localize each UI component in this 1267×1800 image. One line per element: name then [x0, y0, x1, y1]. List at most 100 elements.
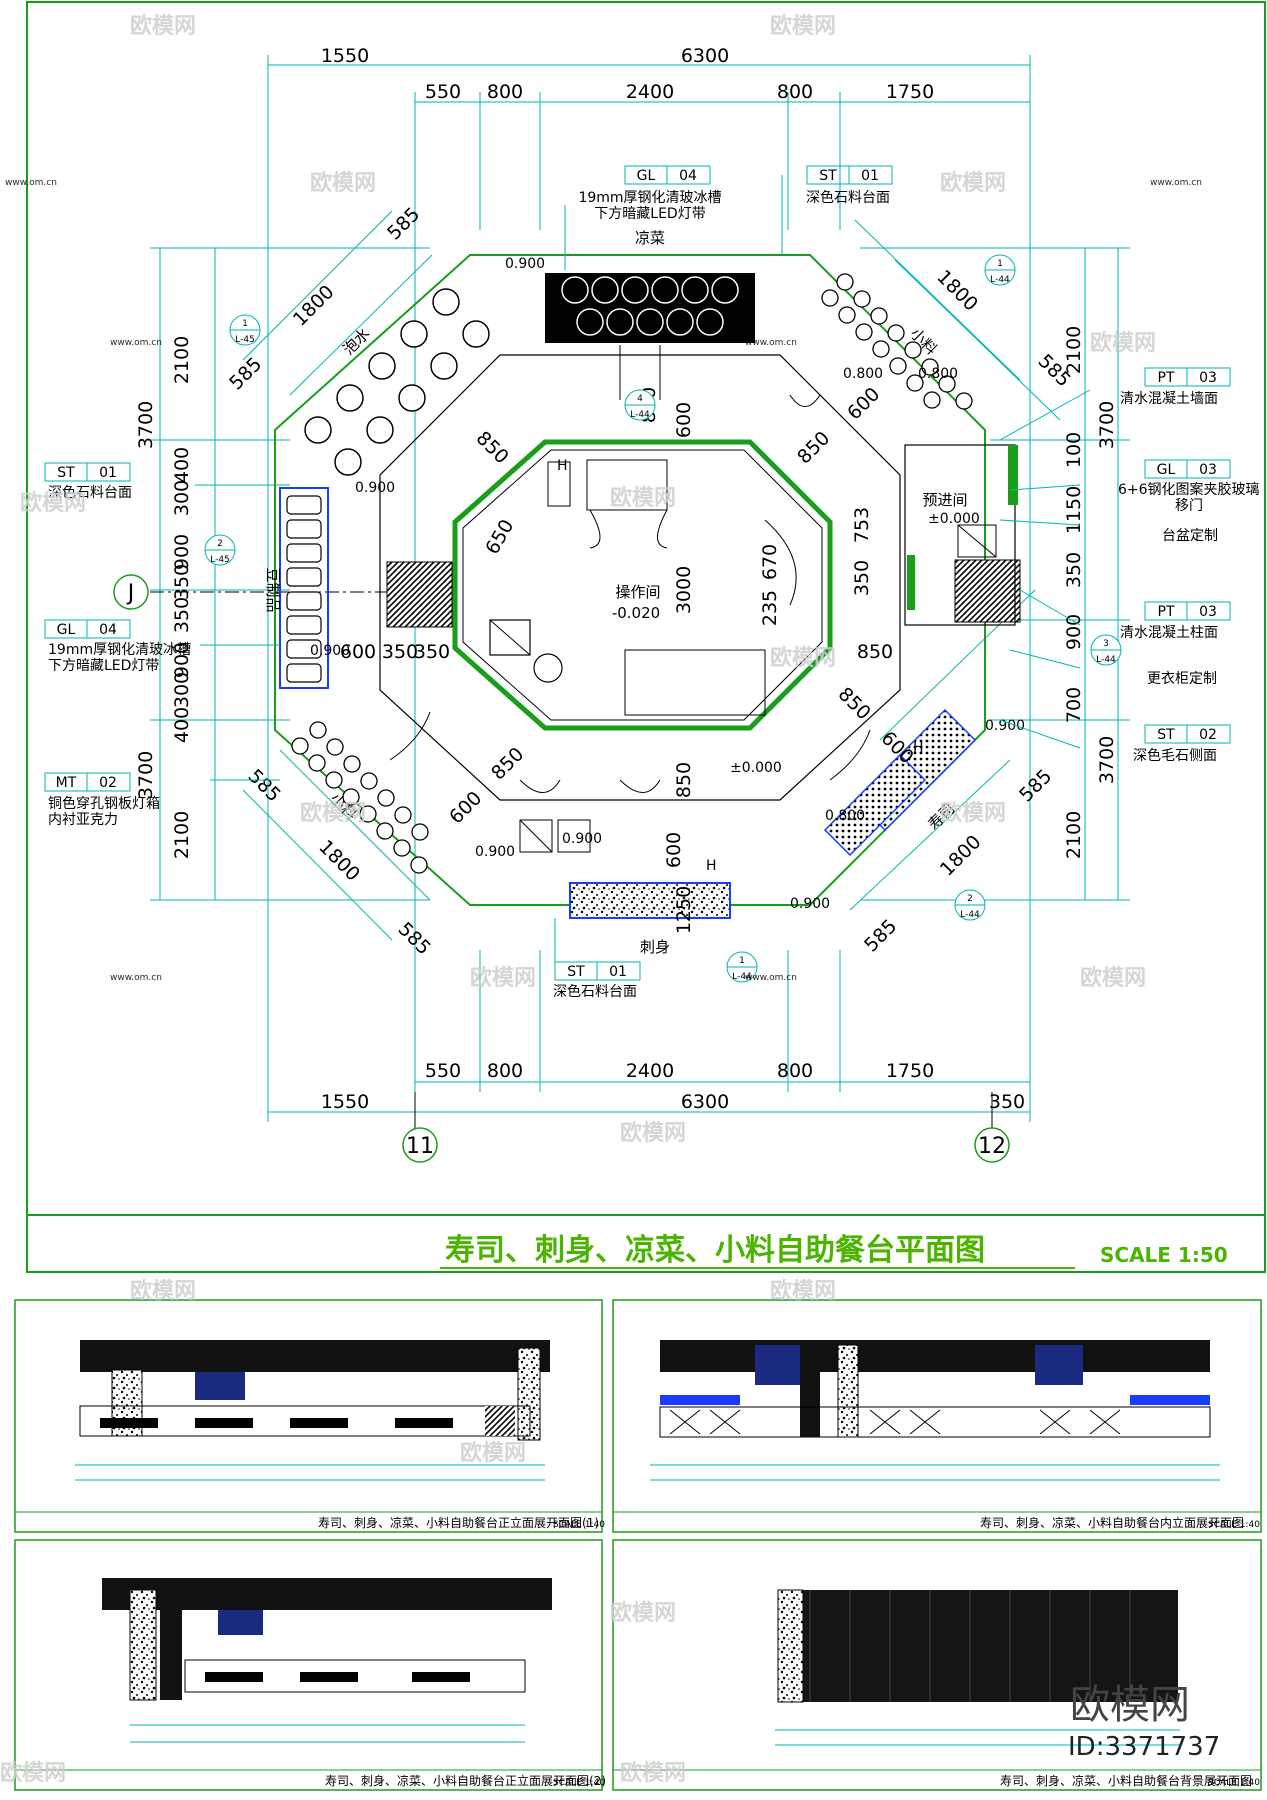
- svg-text:800: 800: [777, 1060, 813, 1082]
- plan-title: 寿司、刺身、凉菜、小料自助餐台平面图: [445, 1233, 985, 1268]
- svg-text:深色石料台面: 深色石料台面: [806, 189, 890, 206]
- svg-text:600: 600: [843, 383, 884, 424]
- svg-text:www.om.cn: www.om.cn: [110, 338, 162, 348]
- svg-text:SCALE 1:40: SCALE 1:40: [553, 1520, 605, 1530]
- svg-text:PT: PT: [1158, 370, 1175, 386]
- svg-text:SCALE 1:40: SCALE 1:40: [1208, 1778, 1260, 1788]
- svg-text:GL: GL: [637, 168, 656, 184]
- svg-text:欧模网: 欧模网: [470, 965, 536, 991]
- svg-text:100: 100: [1063, 432, 1085, 468]
- svg-text:www.om.cn: www.om.cn: [745, 973, 797, 983]
- svg-text:850: 850: [472, 427, 513, 468]
- elevation-sheet-4: 寿司、刺身、凉菜、小料自助餐台背景展开面图 SCALE 1:40: [612, 1539, 1262, 1791]
- svg-text:2400: 2400: [626, 81, 674, 103]
- section-mark-2-l44: 2L-44: [954, 889, 986, 921]
- svg-text:0.800: 0.800: [918, 366, 958, 382]
- svg-text:0.900: 0.900: [505, 256, 545, 272]
- svg-text:清水混凝土墙面: 清水混凝土墙面: [1120, 391, 1218, 407]
- svg-text:3700: 3700: [135, 751, 157, 799]
- tag-taipen: 台盆定制: [1162, 528, 1218, 544]
- svg-text:1: 1: [242, 319, 248, 329]
- section-mark-4-l44: 4L-44: [624, 389, 656, 421]
- svg-text:12: 12: [978, 1134, 1006, 1159]
- svg-text:0.900: 0.900: [562, 831, 602, 847]
- svg-text:04: 04: [679, 168, 697, 184]
- svg-text:03: 03: [1199, 604, 1217, 620]
- svg-text:600: 600: [673, 402, 695, 438]
- svg-text:19mm厚钢化清玻冰槽: 19mm厚钢化清玻冰槽: [578, 190, 721, 206]
- svg-text:585: 585: [1015, 765, 1056, 806]
- svg-text:600: 600: [663, 832, 685, 868]
- svg-text:800: 800: [487, 81, 523, 103]
- svg-text:欧模网: 欧模网: [940, 170, 1006, 196]
- octagon-counter: [274, 254, 1021, 919]
- svg-text:900: 900: [1063, 614, 1085, 650]
- svg-text:800: 800: [487, 1060, 523, 1082]
- svg-text:400: 400: [171, 447, 193, 483]
- svg-text:欧模网: 欧模网: [310, 170, 376, 196]
- svg-text:寿司、刺身、凉菜、小料自助餐台背景展开面图: 寿司、刺身、凉菜、小料自助餐台背景展开面图: [1000, 1773, 1252, 1788]
- svg-text:585: 585: [225, 353, 266, 394]
- svg-text:550: 550: [425, 1060, 461, 1082]
- svg-text:欧模网: 欧模网: [770, 1278, 836, 1304]
- svg-text:移门: 移门: [1175, 498, 1203, 514]
- svg-text:刺身: 刺身: [640, 938, 670, 956]
- svg-text:1250: 1250: [673, 886, 695, 934]
- svg-text:下方暗藏LED灯带: 下方暗藏LED灯带: [48, 658, 159, 674]
- svg-text:350: 350: [989, 1091, 1025, 1113]
- svg-text:0.900: 0.900: [355, 480, 395, 496]
- svg-text:700: 700: [1063, 687, 1085, 723]
- svg-text:www.om.cn: www.om.cn: [745, 338, 797, 348]
- dims-left: 2100 3700 300 400 900 350 350 900 300 40…: [135, 336, 193, 859]
- svg-text:900: 900: [171, 534, 193, 570]
- svg-text:下方暗藏LED灯带: 下方暗藏LED灯带: [594, 206, 705, 222]
- svg-text:2100: 2100: [1063, 326, 1085, 374]
- svg-text:300: 300: [171, 480, 193, 516]
- svg-text:03: 03: [1199, 462, 1217, 478]
- svg-text:ST: ST: [1157, 727, 1175, 743]
- sashimi-trough: [569, 882, 731, 919]
- svg-text:585: 585: [244, 765, 285, 806]
- svg-text:02: 02: [1199, 727, 1217, 743]
- dims-bottom: 550 800 2400 800 1750 1550 6300 350: [321, 1060, 1025, 1113]
- svg-text:L-44: L-44: [630, 410, 650, 420]
- svg-text:PT: PT: [1158, 604, 1175, 620]
- svg-text:1750: 1750: [886, 81, 934, 103]
- svg-text:欧模网: 欧模网: [0, 1760, 66, 1786]
- svg-text:3: 3: [1103, 639, 1109, 649]
- svg-text:深色石料台面: 深色石料台面: [48, 484, 132, 501]
- svg-text:753: 753: [851, 507, 873, 543]
- svg-text:J: J: [126, 581, 135, 606]
- tag-gengyi: 更衣柜定制: [1147, 671, 1217, 687]
- svg-text:2: 2: [217, 539, 223, 549]
- svg-text:4: 4: [637, 394, 643, 404]
- svg-text:0.800: 0.800: [825, 808, 865, 824]
- svg-text:01: 01: [99, 465, 117, 481]
- ice-trough-top: [545, 273, 755, 343]
- grid-bubble-12: 12: [974, 1127, 1010, 1163]
- svg-text:850: 850: [487, 743, 528, 784]
- svg-text:670: 670: [759, 544, 781, 580]
- svg-text:欧模网: 欧模网: [300, 800, 366, 826]
- svg-text:0.900: 0.900: [475, 844, 515, 860]
- svg-text:欧模网: 欧模网: [1090, 330, 1156, 356]
- svg-text:1800: 1800: [936, 831, 986, 881]
- svg-text:深色石料台面: 深色石料台面: [553, 983, 637, 1000]
- svg-text:3700: 3700: [1096, 401, 1118, 449]
- svg-text:6+6钢化图案夹胶玻璃: 6+6钢化图案夹胶玻璃: [1118, 481, 1260, 498]
- svg-text:585: 585: [860, 915, 901, 956]
- section-mark-1-l44-top: 1L-44: [984, 254, 1016, 286]
- svg-text:6300: 6300: [681, 1091, 729, 1113]
- svg-text:欧模网: 欧模网: [460, 1440, 526, 1466]
- svg-text:欧模网: 欧模网: [620, 1760, 686, 1786]
- svg-text:欧模网: 欧模网: [610, 485, 676, 511]
- section-mark-3-l44: 3L-44: [1090, 634, 1122, 666]
- svg-text:欧模网: 欧模网: [940, 800, 1006, 826]
